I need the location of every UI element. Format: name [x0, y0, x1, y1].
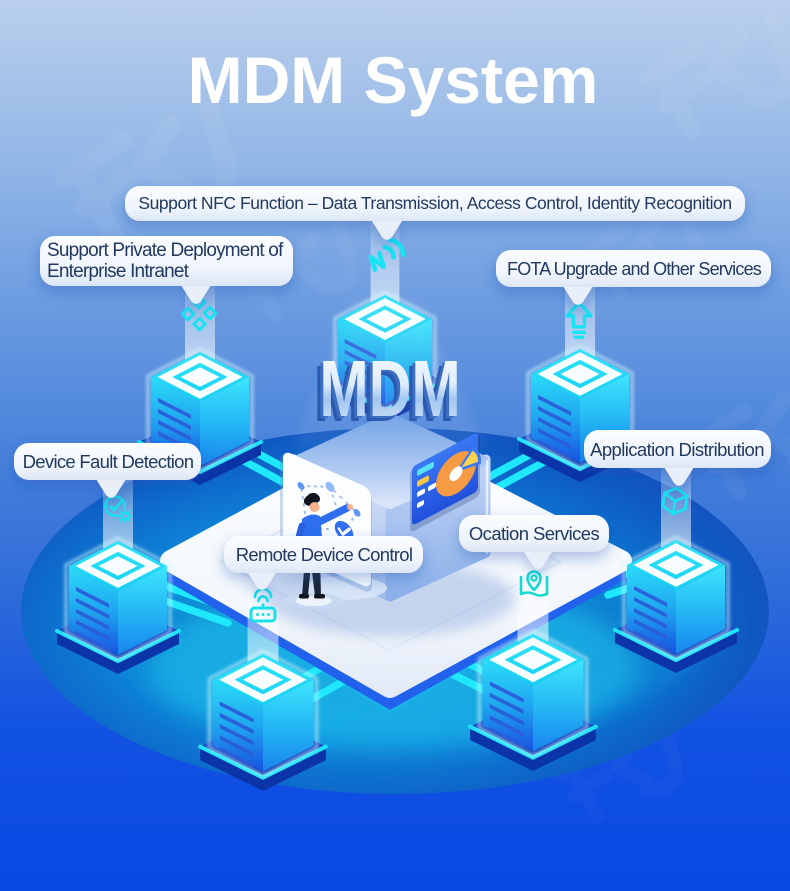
svg-text:Remote Device Control: Remote Device Control	[236, 544, 413, 565]
svg-text:MDM: MDM	[319, 343, 460, 433]
svg-text:MDM: MDM	[313, 348, 454, 438]
svg-text:Ocation Services: Ocation Services	[469, 523, 600, 544]
svg-text:Device Fault Detection: Device Fault Detection	[23, 451, 194, 472]
svg-text:FOTA Upgrade and Other Service: FOTA Upgrade and Other Services	[507, 259, 762, 279]
svg-text:Enterprise Intranet: Enterprise Intranet	[47, 261, 190, 282]
svg-text:Support NFC Function – Data Tr: Support NFC Function – Data Transmission…	[138, 193, 731, 213]
svg-text:Application Distribution: Application Distribution	[590, 439, 764, 460]
svg-text:MDM System: MDM System	[188, 43, 599, 117]
svg-text:MDM: MDM	[316, 345, 457, 435]
svg-text:Support Private Deployment of: Support Private Deployment of	[47, 240, 284, 261]
